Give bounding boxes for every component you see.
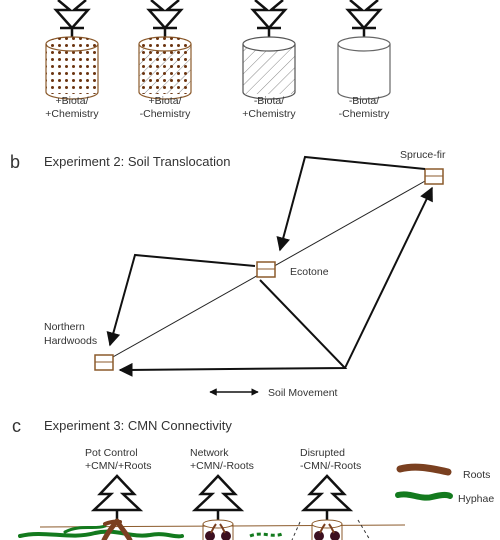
mesh-core — [311, 519, 343, 540]
hyphae — [18, 529, 184, 539]
hyphae — [249, 532, 283, 538]
roots-legend-swatch — [396, 463, 452, 476]
tree-icon — [250, 0, 288, 40]
legend-hyphae: Hyphae — [458, 493, 494, 505]
tree-icon — [300, 474, 354, 522]
site-box — [94, 354, 114, 371]
arrow-to-hardwoods — [118, 279, 348, 377]
core-label-line1: -Biota/ — [254, 95, 284, 107]
panel-b: b Experiment 2: Soil Translocation Spruc… — [10, 149, 446, 399]
site-label-hardwoods: Hardwoods — [44, 335, 97, 347]
core-label-line2: -Chemistry — [339, 108, 391, 120]
soil-core — [45, 36, 99, 100]
panel-letter: b — [10, 152, 20, 172]
mesh-core — [202, 519, 234, 540]
site-box — [424, 168, 444, 185]
soil-core — [337, 36, 391, 100]
arrow-spruce-to-ecotone — [276, 155, 426, 252]
treatment-label-line1: Disrupted — [300, 447, 345, 459]
treatment-label-line2: +CMN/+Roots — [85, 460, 152, 472]
tree-icon — [90, 474, 144, 522]
site-box — [256, 261, 276, 278]
panel-letter: c — [12, 416, 21, 436]
panel-a: +Biota/ +Chemistry +Biota/ -Chemistry -B… — [45, 0, 391, 120]
tree-icon — [146, 0, 184, 40]
roots — [103, 519, 122, 526]
core-label-line1: +Biota/ — [149, 95, 182, 107]
tree-icon — [53, 0, 91, 40]
arrow-ecotone-to-hardwoods — [106, 253, 256, 347]
disruption-line — [291, 521, 301, 540]
tree-icon — [191, 474, 245, 522]
core-label-line2: -Chemistry — [140, 108, 192, 120]
site-label-spruce-fir: Spruce-fir — [400, 149, 446, 161]
hyphae-legend-swatch — [395, 491, 453, 501]
soil-core — [138, 36, 192, 100]
core-label-line2: +Chemistry — [242, 108, 296, 120]
core-label-line1: +Biota/ — [56, 95, 89, 107]
disruption-line — [357, 519, 371, 540]
panel-c: c Experiment 3: CMN Connectivity Pot Con… — [12, 416, 494, 540]
core-label-line1: -Biota/ — [349, 95, 379, 107]
core-label-line2: +Chemistry — [45, 108, 99, 120]
treatment-label-line2: -CMN/-Roots — [300, 460, 361, 472]
treatment-label-line1: Network — [190, 447, 229, 459]
site-label-ecotone: Ecotone — [290, 266, 329, 278]
panel-title: Experiment 3: CMN Connectivity — [44, 418, 232, 433]
panel-title: Experiment 2: Soil Translocation — [44, 154, 230, 169]
tree-icon — [345, 0, 383, 40]
legend-soil-movement: Soil Movement — [268, 387, 338, 399]
soil-core — [242, 36, 296, 100]
legend-roots: Roots — [463, 469, 490, 481]
arrow-to-spruce — [344, 186, 433, 369]
site-label-northern: Northern — [44, 321, 85, 333]
hyphae — [63, 524, 107, 534]
treatment-label-line1: Pot Control — [85, 447, 138, 459]
treatment-label-line2: +CMN/-Roots — [190, 460, 254, 472]
